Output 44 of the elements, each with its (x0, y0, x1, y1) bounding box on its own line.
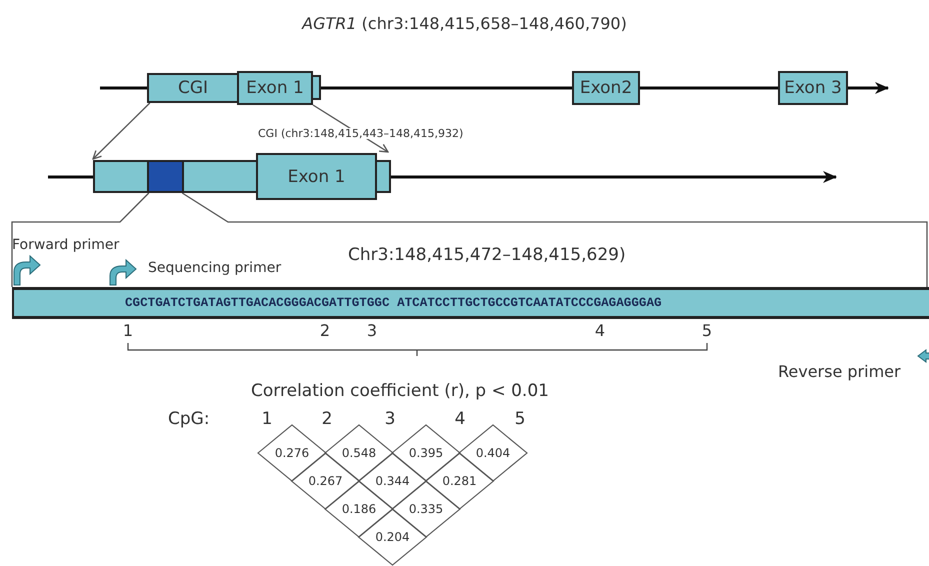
position-number: 5 (702, 323, 712, 339)
correlation-value: 0.404 (476, 447, 510, 459)
primer-label: Reverse primer (778, 364, 901, 380)
cpg-number: 4 (454, 411, 466, 428)
arrow (92, 102, 150, 160)
amplicon-block (147, 160, 184, 193)
exon-label: Exon 1 (246, 78, 304, 98)
position-number: 1 (122, 323, 134, 339)
correlation-value: 0.276 (274, 447, 310, 459)
exon-box (572, 71, 640, 105)
axis-label: CpG: (168, 411, 210, 428)
correlation-value: 0.267 (308, 475, 343, 487)
exon-box (778, 71, 848, 105)
position-number: 2 (320, 323, 330, 339)
exon-box (256, 153, 377, 200)
primer-label: Forward primer (12, 238, 120, 252)
exon-label: Exon 1 (288, 166, 346, 186)
dna-sequence: CGCTGATCTGATAGTTGACACGGGACGATTGTGGC ATCATCCTTGCTGCCGTCAATATCCCGAGAGGGAG (125, 296, 662, 310)
cgi-box (147, 73, 239, 103)
correlation-value: 0.335 (408, 503, 444, 515)
zoom-line (182, 192, 928, 287)
region-label: CGI (chr3:148,415,443–148,415,932) (258, 128, 464, 139)
coordinate-label: Chr3:148,415,472–148,415,629) (348, 247, 626, 264)
correlation-value: 0.344 (375, 475, 410, 487)
correlation-value: 0.186 (342, 503, 376, 515)
correlation-value: 0.204 (375, 531, 410, 543)
exon-label: Exon 3 (784, 78, 842, 98)
correlation-value: 0.548 (342, 447, 376, 459)
cpg-number: 3 (384, 411, 396, 428)
correlation-value: 0.395 (408, 447, 444, 459)
position-number: 3 (366, 323, 378, 339)
exon-box (237, 71, 313, 105)
exon-label: Exon2 (580, 78, 632, 98)
chart-title: Correlation coefficient (r), p < 0.01 (251, 383, 549, 400)
zoom-line (11, 192, 150, 287)
cpg-number: 1 (262, 411, 272, 428)
cpg-number: 5 (514, 411, 526, 428)
cgi-label: CGI (178, 78, 208, 98)
cgi-region-box (93, 160, 258, 193)
cpg-number: 2 (322, 411, 332, 428)
correlation-value: 0.281 (442, 475, 477, 487)
title: AGTR1 (chr3:148,415,658–148,460,790) (300, 16, 628, 32)
sequence-bar (12, 287, 929, 319)
position-number: 4 (594, 323, 606, 339)
